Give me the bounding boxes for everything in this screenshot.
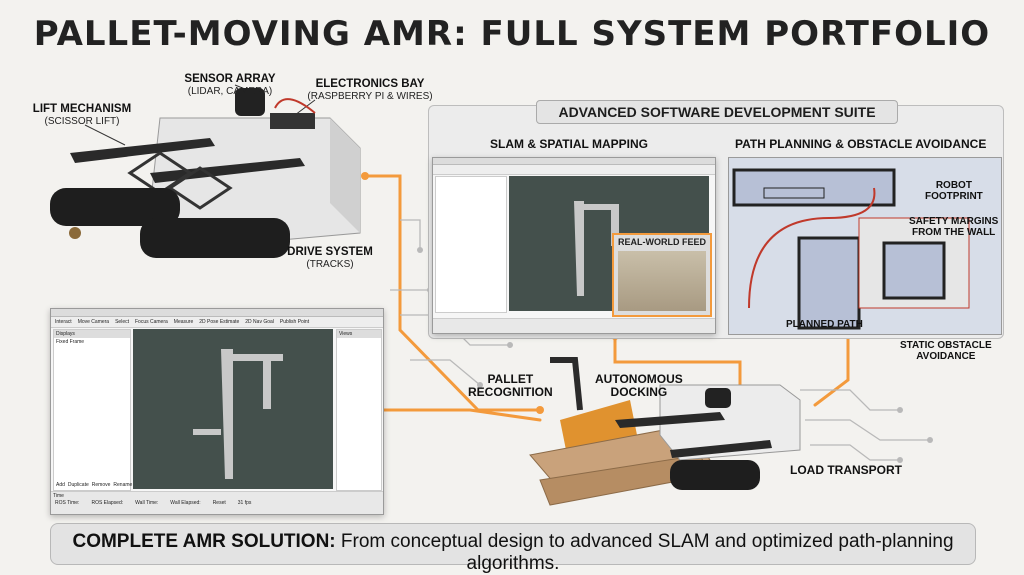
tool-select[interactable]: Select [115,319,129,325]
electronics-bay-label: ELECTRONICS BAY [315,78,425,90]
planned-path-label: PLANNED PATH [786,319,863,330]
lift-mechanism-label: LIFT MECHANISM [32,103,132,115]
sensor-array-sub: (LIDAR, CAMERA) [187,86,273,97]
tool-measure[interactable]: Measure [173,319,194,325]
rviz-toolbar: Interact Move Camera Select Focus Camera… [51,317,383,328]
time-panel: Time ROS Time: ROS Elapsed: Wall Time: W… [51,491,383,514]
fixed-frame-row[interactable]: Fixed Frame [56,339,85,345]
ros-elapsed-label: ROS Elapsed: [91,500,124,506]
software-suite-title: ADVANCED SOFTWARE DEVELOPMENT SUITE [536,100,898,124]
add-button[interactable]: Add [56,482,65,488]
tool-2d-pose-estimate[interactable]: 2D Pose Estimate [199,319,240,325]
slam-title: SLAM & SPATIAL MAPPING [490,137,649,151]
pallet-recognition-label: PALLET RECOGNITION [468,372,553,399]
amr-robot-image [50,88,361,258]
load-transport-label: LOAD TRANSPORT [790,463,902,477]
tool-publish-point[interactable]: Publish Point [279,319,310,325]
time-header: Time [53,493,64,499]
displays-panel[interactable]: Displays Fixed Frame Add Duplicate Remov… [53,329,133,491]
lift-mechanism-sub: (SCISSOR LIFT) [44,116,120,127]
wall-elapsed-label: Wall Elapsed: [170,500,201,506]
wall-time-label: Wall Time: [135,500,159,506]
drive-system-label: DRIVE SYSTEM [287,246,373,258]
rviz-window: Interact Move Camera Select Focus Camera… [50,308,384,515]
ros-time-label: ROS Time: [55,500,80,506]
fps-readout: 31 fps [237,500,252,506]
electronics-bay-sub: (RASPBERRY PI & WIRES) [307,91,433,102]
path-planning-title: PATH PLANNING & OBSTACLE AVOIDANCE [735,137,987,151]
footer-text: COMPLETE AMR SOLUTION: From conceptual d… [51,531,975,575]
drive-system-sub: (TRACKS) [306,259,354,270]
remove-button[interactable]: Remove [91,482,111,488]
tool-focus-camera[interactable]: Focus Camera [135,319,168,325]
real-world-feed: REAL-WORLD FEED [612,233,712,317]
workflow-illustration [529,357,801,506]
robot-footprint-label: ROBOT FOOTPRINT [925,180,983,202]
sensor-array-label: SENSOR ARRAY [184,73,276,85]
safety-margins-label: SAFETY MARGINS FROM THE WALL [909,216,999,238]
rename-button[interactable]: Rename [113,482,133,488]
displays-header: Displays [54,330,130,338]
tool-interact[interactable]: Interact [55,319,72,325]
real-world-feed-label: REAL-WORLD FEED [618,237,706,247]
tool-2d-nav-goal[interactable]: 2D Nav Goal [245,319,274,325]
reset-button[interactable]: Reset [212,500,226,506]
slam-displays-tree[interactable] [435,176,507,313]
footer-bold: COMPLETE AMR SOLUTION: [72,531,336,552]
tool-move-camera[interactable]: Move Camera [77,319,110,325]
path-planning-view: ROBOT FOOTPRINT SAFETY MARGINS FROM THE … [728,157,1002,335]
rviz-map-view[interactable] [133,329,333,489]
page-title: PALLET-MOVING AMR: FULL SYSTEM PORTFOLIO [33,14,991,54]
slam-rviz-window: REAL-WORLD FEED [432,157,716,334]
views-header: Views [337,330,381,338]
static-obstacle-label: STATIC OBSTACLE AVOIDANCE [900,340,992,362]
autonomous-docking-label: AUTONOMOUS DOCKING [595,372,683,399]
footer-rest: From conceptual design to advanced SLAM … [340,531,954,574]
duplicate-button[interactable]: Duplicate [67,482,89,488]
footer-banner: COMPLETE AMR SOLUTION: From conceptual d… [50,523,976,574]
views-panel[interactable]: Views [336,329,382,491]
planned-path-line [748,187,876,309]
